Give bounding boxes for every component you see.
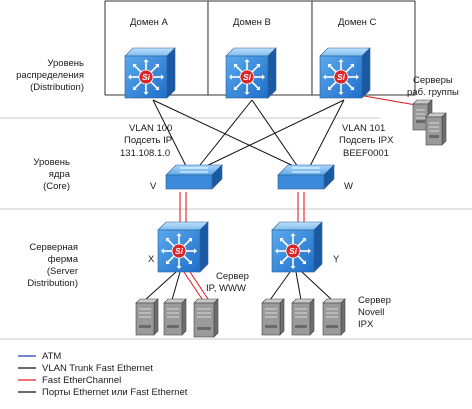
core-switch-w <box>277 164 335 190</box>
svg-text:Novell: Novell <box>358 307 384 318</box>
core-switch-v <box>165 164 223 190</box>
workgroup-servers-label: Серверы раб. группы <box>407 75 459 98</box>
workgroup-server-link <box>363 95 423 107</box>
svg-text:Si: Si <box>337 72 346 82</box>
svg-text:ферма: ферма <box>48 254 79 265</box>
ip-www-server-label: Сервер IP, WWW <box>206 271 249 294</box>
svg-text:Distribution): Distribution) <box>27 278 78 289</box>
server-tower-novell <box>322 298 346 336</box>
svg-text:Si: Si <box>243 72 252 82</box>
svg-text:VLAN 101: VLAN 101 <box>342 123 385 134</box>
server-router-y: Si <box>271 221 323 273</box>
svg-text:Подсеть IPX: Подсеть IPX <box>339 135 394 146</box>
svg-text:VLAN 100: VLAN 100 <box>129 123 172 134</box>
domain-c-label: Домен С <box>338 17 377 28</box>
trunk-links <box>152 99 345 171</box>
svg-text:Si: Si <box>142 72 151 82</box>
server-tower-ip-www <box>193 298 219 338</box>
svg-text:131.108.1.0: 131.108.1.0 <box>120 148 170 159</box>
svg-text:Подсеть IP: Подсеть IP <box>124 135 172 146</box>
server-farm-towers <box>135 298 346 338</box>
server-tower-4 <box>261 298 285 336</box>
server-tower-1 <box>135 298 159 336</box>
server-tower-5 <box>291 298 315 336</box>
server-port-links <box>144 271 333 301</box>
svg-text:IP, WWW: IP, WWW <box>206 283 246 294</box>
core-switch-w-tag: W <box>344 181 353 192</box>
legend: ATM VLAN Trunk Fast Ethernet Fast EtherC… <box>18 351 188 398</box>
legend-atm-label: ATM <box>42 351 61 362</box>
level-core-label: Уровень ядра (Core) <box>33 157 70 192</box>
svg-text:раб. группы: раб. группы <box>407 87 459 98</box>
svg-text:Сервер: Сервер <box>358 295 391 306</box>
svg-text:Уровень: Уровень <box>33 157 70 168</box>
distribution-router-a: Si <box>124 47 176 99</box>
novell-server-label: Сервер Novell IPX <box>358 295 391 330</box>
core-switch-v-tag: V <box>150 181 157 192</box>
svg-text:(Distribution): (Distribution) <box>30 82 84 93</box>
server-router-x: Si <box>157 221 209 273</box>
svg-text:(Core): (Core) <box>43 181 70 192</box>
svg-text:Уровень: Уровень <box>47 58 84 69</box>
svg-text:BEEF0001: BEEF0001 <box>343 148 389 159</box>
svg-text:Серверы: Серверы <box>413 75 453 86</box>
server-router-x-tag: X <box>148 254 155 265</box>
svg-text:(Server: (Server <box>47 266 78 277</box>
svg-text:распределения: распределения <box>16 70 84 81</box>
svg-text:IPX: IPX <box>358 319 374 330</box>
domain-b-label: Домен В <box>233 17 271 28</box>
legend-trunk-label: VLAN Trunk Fast Ethernet <box>42 363 153 374</box>
level-server-label: Серверная ферма (Server Distribution) <box>27 242 78 289</box>
distribution-router-b: Si <box>225 47 277 99</box>
svg-text:Серверная: Серверная <box>29 242 78 253</box>
svg-text:Si: Si <box>289 246 298 256</box>
level-distribution-label: Уровень распределения (Distribution) <box>16 58 84 93</box>
server-router-y-tag: Y <box>333 254 340 265</box>
vlan-101-label: VLAN 101 Подсеть IPX BEEF0001 <box>339 123 394 159</box>
legend-ethernet-label: Порты Ethernet или Fast Ethernet <box>42 387 188 398</box>
server-tower-2 <box>163 298 187 336</box>
legend-etherchannel-label: Fast EtherChannel <box>42 375 121 386</box>
etherchannel-links <box>179 192 305 303</box>
workgroup-server-towers <box>412 99 447 146</box>
svg-text:Si: Si <box>175 246 184 256</box>
domain-a-label: Домен А <box>130 17 169 28</box>
vlan-100-label: VLAN 100 Подсеть IP 131.108.1.0 <box>120 123 172 159</box>
workgroup-server-2 <box>425 112 447 146</box>
svg-text:ядра: ядра <box>49 169 71 180</box>
svg-text:Сервер: Сервер <box>216 271 249 282</box>
distribution-router-c: Si <box>319 47 371 99</box>
